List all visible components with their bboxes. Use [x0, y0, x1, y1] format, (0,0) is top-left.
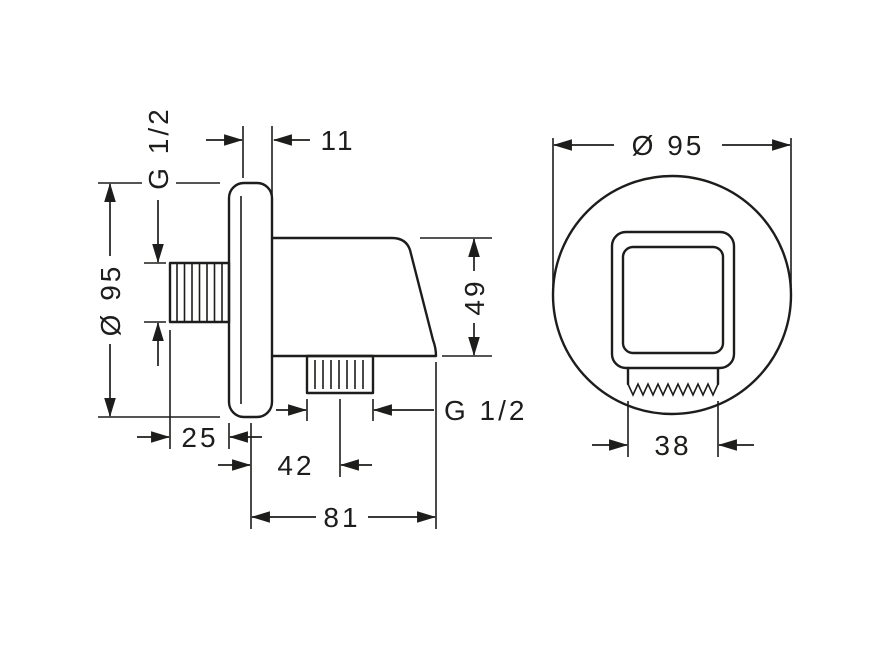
side-view: G 1/2 Ø 95 11 49 25 42 81 G 1/2 [92, 102, 527, 533]
escutcheon-plate-side [227, 181, 274, 419]
inlet-thread-size-label: G 1/2 [143, 106, 174, 189]
holder-bracket-front [610, 230, 736, 370]
label-mask [142, 102, 176, 194]
outlet-thread-size-label: G 1/2 [444, 395, 527, 426]
plate-thickness-label: 11 [320, 125, 355, 156]
inlet-thread-hatching [176, 263, 223, 322]
label-mask [316, 502, 368, 532]
plate-diameter-label-side: Ø 95 [95, 264, 126, 337]
label-mask [92, 256, 128, 344]
overall-depth-label: 81 [323, 502, 360, 533]
outlet-thread-side [305, 354, 375, 395]
label-mask [614, 129, 722, 161]
front-dimension-lines [552, 139, 792, 451]
front-diameter-label: Ø 95 [632, 130, 705, 161]
outlet-body-side [270, 236, 438, 358]
front-extension-lines [552, 138, 792, 457]
label-mask [458, 271, 490, 323]
body-height-label: 49 [459, 278, 490, 315]
outlet-thread-hatching [314, 360, 364, 389]
wall-clearance-label: 25 [181, 422, 218, 453]
inlet-thread [168, 261, 231, 324]
outlet-offset-label: 42 [277, 450, 314, 481]
outlet-width-label: 38 [654, 430, 691, 461]
outlet-thread-front [626, 366, 720, 397]
front-view: Ø 95 38 [551, 129, 793, 461]
escutcheon-plate-front [551, 174, 793, 416]
